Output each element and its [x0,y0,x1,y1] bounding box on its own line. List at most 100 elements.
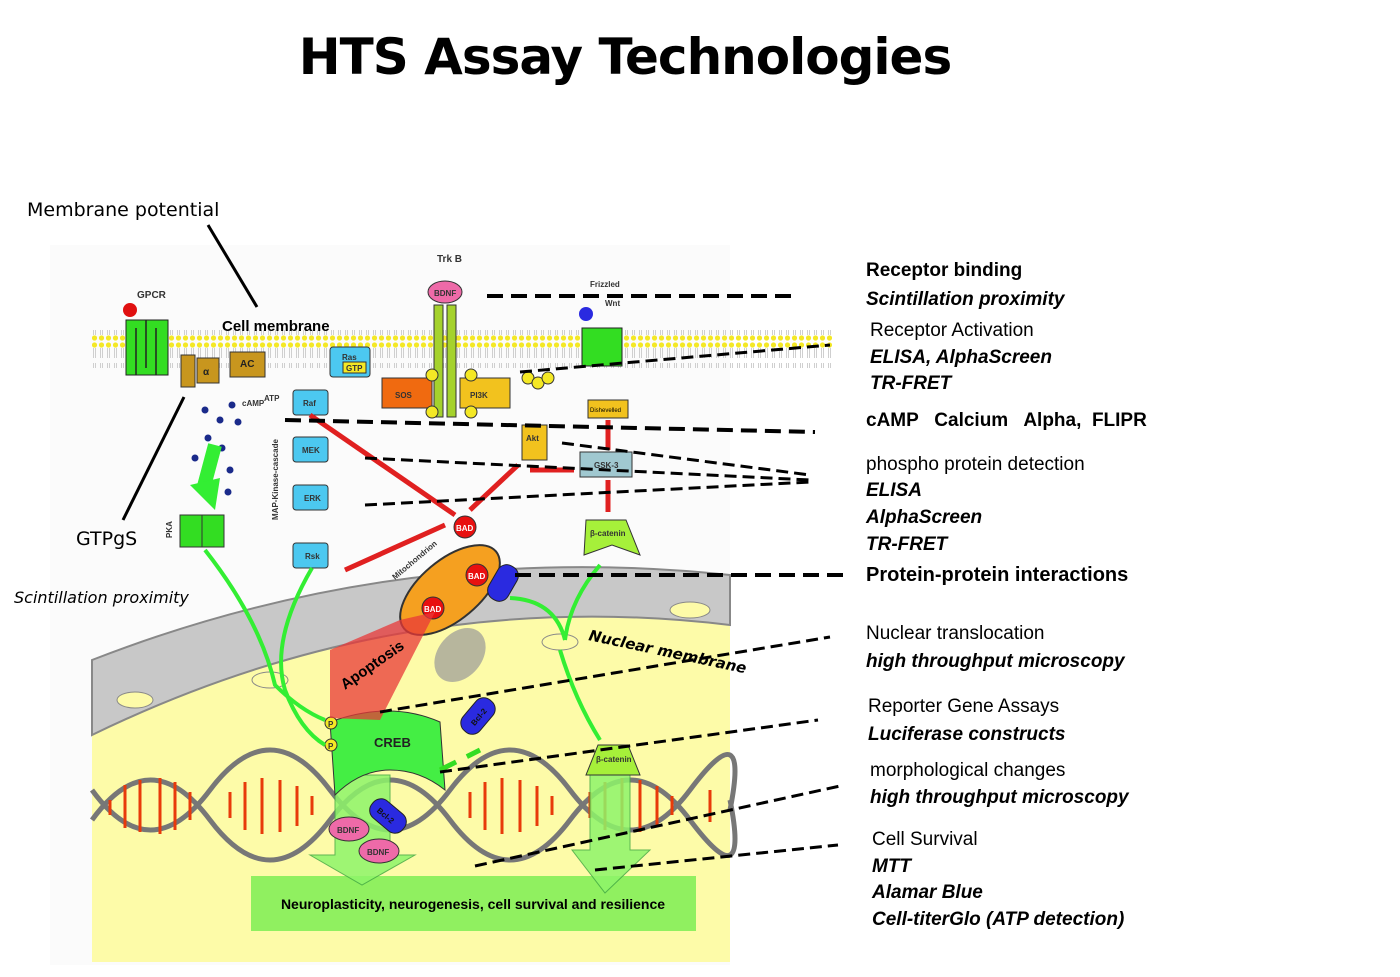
bcl2-protein [487,564,519,602]
gtpgs-label: GTPgS [76,528,137,550]
erk-protein [292,484,329,511]
gpcr-receptor [125,319,169,376]
svg-text:cAMP: cAMP [242,399,265,408]
gtpgs-pointer [121,396,186,521]
mek-protein [292,436,329,463]
bad-protein [421,596,445,620]
svg-text:ERK: ERK [304,494,321,503]
bdnf-protein [328,816,370,842]
frizzled-receptor [581,327,623,367]
assay-heading: Reporter Gene Assays [868,696,1059,717]
outcome-box [251,876,696,931]
svg-text:α: α [203,367,210,378]
trkb-label: Trk B [437,254,462,265]
creb-label: CREB [374,735,411,750]
frizzled-label: Frizzled [590,280,620,289]
svg-text:BAD: BAD [424,605,442,614]
nuclear-pore [541,633,579,651]
assay-heading: Cell Survival [872,829,978,850]
gsk3-protein [579,451,633,478]
svg-text:GTP: GTP [346,364,363,373]
assay-method: MTT [872,856,912,877]
wnt-ligand [579,307,593,321]
svg-text:BDNF: BDNF [337,826,359,835]
adenylyl-cyclase [229,351,266,378]
svg-text:Dishevelled: Dishevelled [590,408,621,414]
nucleus [92,601,730,962]
assay-heading: cAMP Calcium Alpha, FLIPR [866,410,1147,431]
g-protein-alpha [196,357,220,384]
svg-text:P: P [328,742,334,751]
assay-heading: phospho protein detection [866,454,1085,475]
nuclear-pore [116,691,154,709]
ligand [123,303,137,317]
svg-text:MEK: MEK [302,446,320,455]
trkb-receptor [433,304,444,418]
outcome-label: Neuroplasticity, neurogenesis, cell surv… [281,896,665,912]
membrane-potential-label: Membrane potential [27,199,219,221]
assay-method: TR-FRET [866,534,949,555]
signal-arrows [203,548,602,747]
camp-molecules [191,401,242,496]
map-kinase-cascade-label: MAP-Kinase-cascade [271,439,280,520]
assay-method: Luciferase constructs [868,724,1065,745]
assay-method: Cell-titerGlo (ATP detection) [872,909,1124,930]
assay-heading: Receptor binding [866,260,1022,281]
svg-text:AC: AC [240,359,254,370]
svg-text:BDNF: BDNF [434,289,456,298]
cell-membrane-label: Cell membrane [222,318,330,335]
pointer-lines [284,294,850,872]
bdnf-protein [358,838,400,864]
assay-heading: morphological changes [870,760,1065,781]
assay-method: high throughput microscopy [866,651,1126,672]
assay-method: Scintillation proximity [866,289,1066,310]
beta-catenin-nuclear [585,744,641,776]
svg-text:β-catenin: β-catenin [596,755,632,764]
g-protein-beta-gamma [180,354,196,388]
bdnf-ligand [427,280,463,304]
beta-catenin-cytoplasmic [583,519,641,556]
svg-text:ATP: ATP [264,394,280,403]
svg-text:SOS: SOS [395,391,413,400]
svg-text:Ras: Ras [342,353,357,362]
assay-list: Receptor binding Scintillation proximity… [865,260,1147,930]
assay-method: AlphaScreen [865,507,982,528]
pi3k-protein [459,377,511,409]
apoptosis-arrow [330,612,435,720]
dishevelled-protein [587,399,629,419]
transcription-arrow [570,764,652,894]
assay-method: TR-FRET [870,373,953,394]
svg-text:Rsk: Rsk [305,552,320,561]
wnt-label: Wnt [605,299,620,308]
assay-method: high throughput microscopy [870,787,1130,808]
svg-text:BAD: BAD [468,572,486,581]
svg-text:BDNF: BDNF [367,848,389,857]
assay-heading: Receptor Activation [870,320,1034,341]
sos-protein [381,377,433,409]
assay-method: ELISA [866,480,922,501]
page-title: HTS Assay Technologies [298,28,952,86]
nuclear-membrane [91,566,731,737]
assay-method: Alamar Blue [871,882,983,903]
svg-text:Raf: Raf [303,399,316,408]
bad-protein [453,515,477,539]
scintillation-label: Scintillation proximity [14,588,189,607]
gpcr-label: GPCR [137,290,167,301]
phospho-sites [425,368,555,419]
svg-text:PKA: PKA [165,521,174,538]
bad-protein [465,563,489,587]
svg-text:Akt: Akt [526,434,539,443]
svg-text:β-catenin: β-catenin [590,529,626,538]
svg-text:PI3K: PI3K [470,391,488,400]
svg-text:GSK-3: GSK-3 [594,461,619,470]
akt-protein [521,424,548,461]
assay-method: ELISA, AlphaScreen [870,347,1052,368]
svg-text:BAD: BAD [456,524,474,533]
bcl2-protein [460,697,496,735]
nucleolus [434,628,486,682]
bcl2-protein [369,798,407,834]
membrane-potential-pointer [206,224,259,308]
nuclear-pore [669,601,711,619]
svg-text:P: P [328,720,334,729]
